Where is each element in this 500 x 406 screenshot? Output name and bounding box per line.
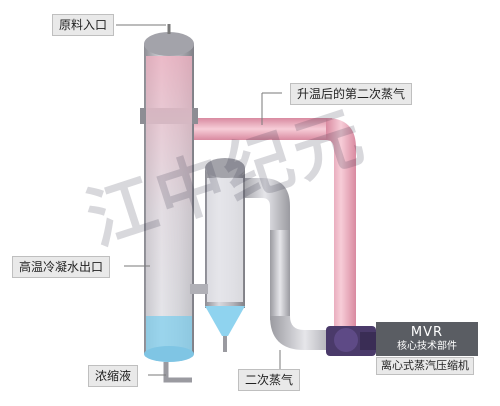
secondary-steam-pipe [240, 178, 340, 350]
leader-lines [116, 24, 282, 379]
separator-vessel [190, 158, 245, 336]
compressor-unit [326, 326, 380, 356]
label-secondary-steam: 二次蒸气 [238, 369, 301, 391]
concentrate-outlet-pipe [163, 336, 227, 383]
mvr-title: MVR [410, 325, 444, 340]
mvr-subtitle: 核心技术部件 [397, 341, 457, 352]
mvr-caption: MVR 核心技术部件 [376, 322, 478, 356]
label-heated-secondary-steam: 升温后的第二次蒸气 [290, 83, 413, 105]
label-condensate-outlet: 高温冷凝水出口 [12, 256, 111, 278]
heated-steam-pipe [192, 118, 356, 330]
main-evaporator [140, 24, 198, 362]
label-compressor: 离心式蒸汽压缩机 [376, 357, 474, 375]
label-concentrate: 浓缩液 [88, 365, 139, 387]
label-feed-inlet: 原料入口 [52, 14, 115, 36]
